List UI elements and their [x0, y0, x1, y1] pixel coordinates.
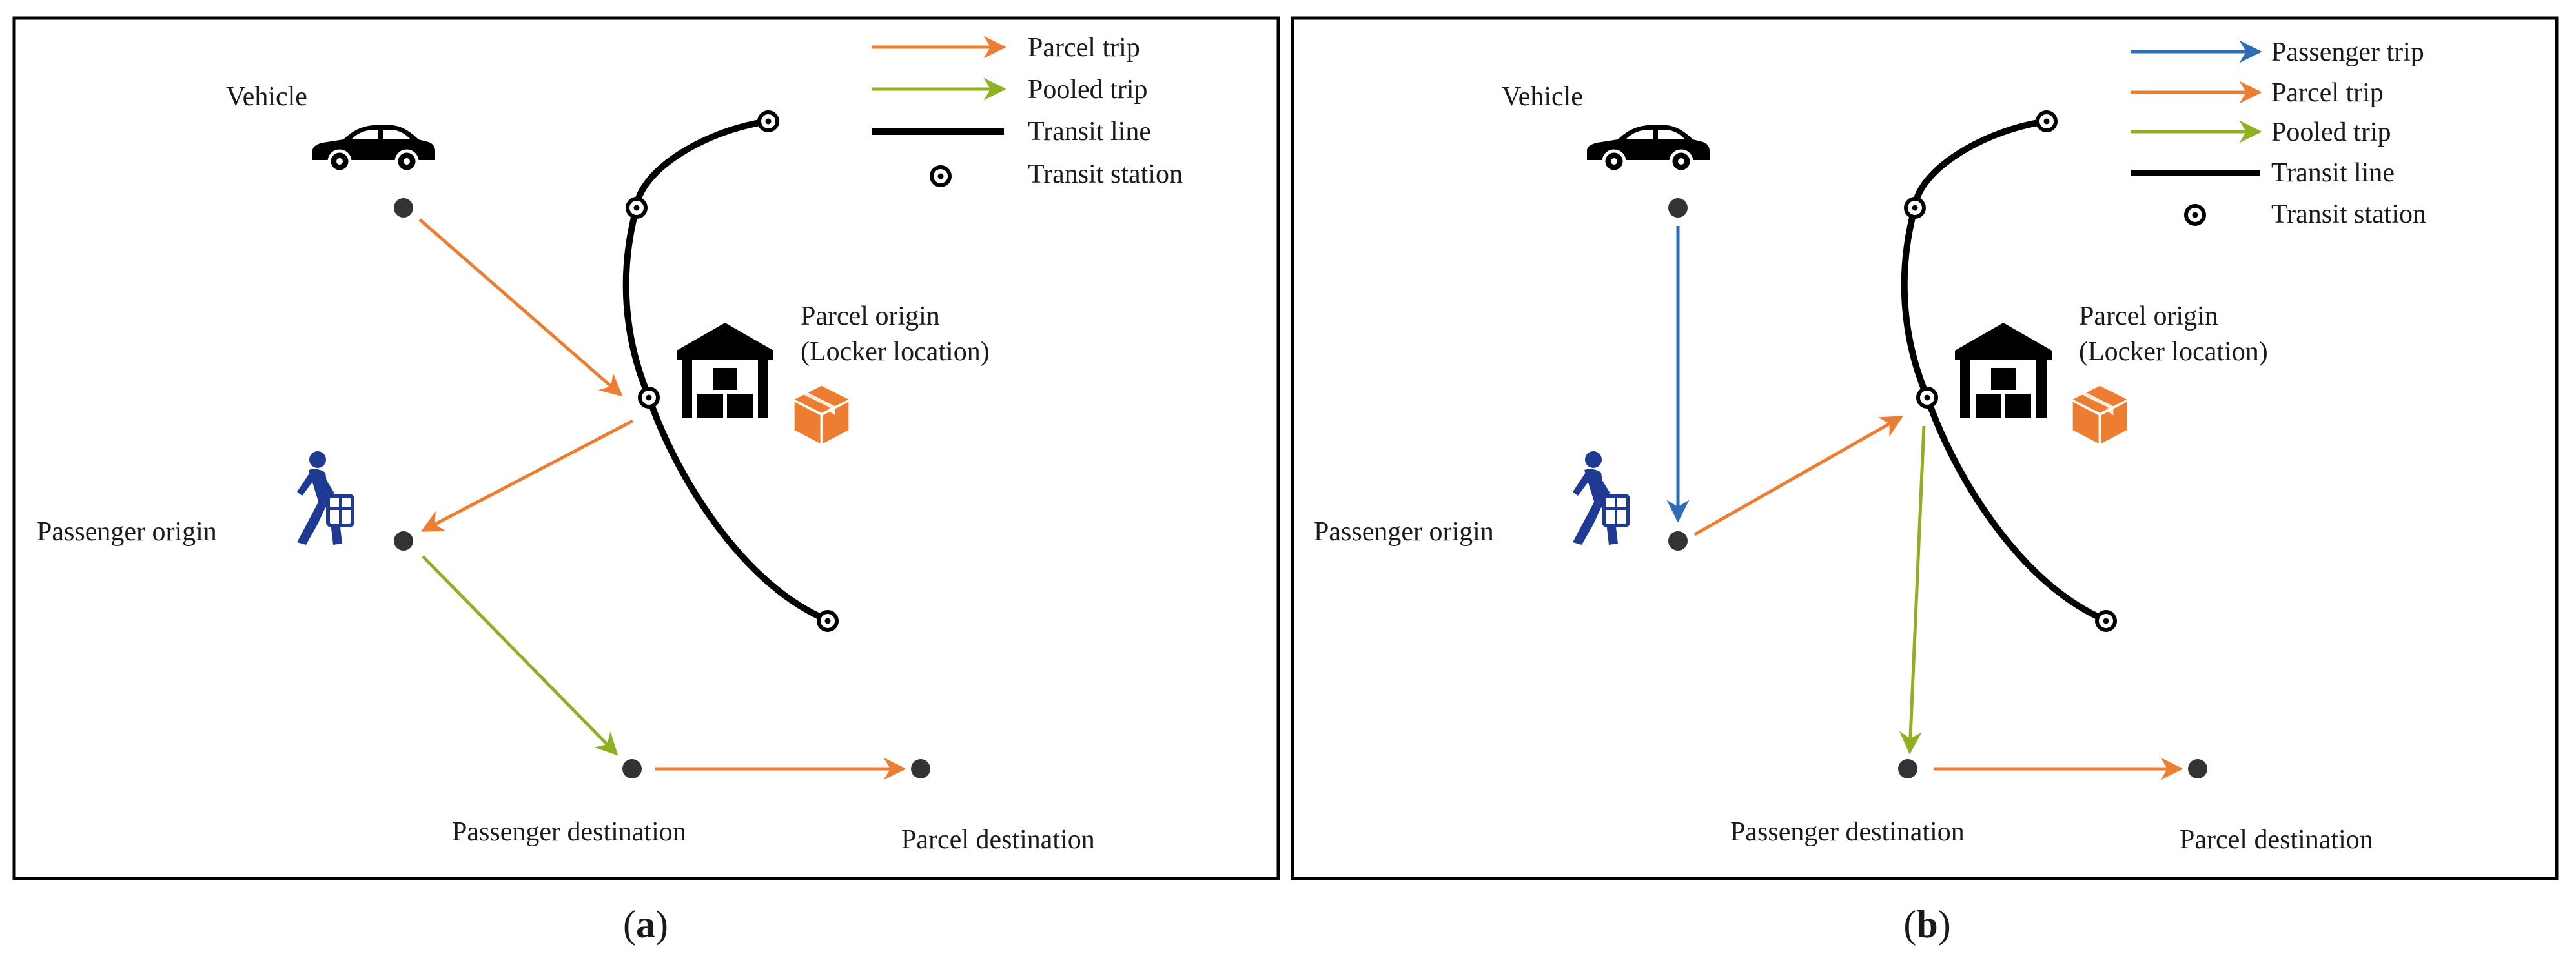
parcel-trip-arrow: [418, 218, 623, 397]
node-passenger-destination: [622, 759, 642, 778]
car-icon: [312, 125, 435, 172]
legend-parcel-label: Parcel trip: [2271, 78, 2384, 108]
parcel-origin-label: Parcel origin: [801, 301, 940, 331]
node-vehicle: [1668, 198, 1688, 218]
legend-pooled-label: Pooled trip: [2271, 117, 2391, 147]
panel-b: Vehicle Parcel origin (Locker location) …: [1291, 16, 2559, 880]
locker-location-label: (Locker location): [801, 337, 990, 367]
vehicle-label: Vehicle: [1502, 82, 1583, 112]
transit-station-icon: [819, 612, 837, 630]
passenger-origin-label: Passenger origin: [37, 517, 217, 547]
caption-a: (a): [623, 903, 668, 946]
transit-line: [1901, 118, 2106, 623]
legend: Passenger trip Parcel trip Pooled trip T…: [2131, 37, 2426, 229]
parcel-destination-label: Parcel destination: [2180, 825, 2373, 855]
node-passenger-origin: [394, 531, 413, 551]
legend-transit-line-label: Transit line: [2271, 158, 2395, 188]
legend-transit-station-label: Transit station: [1028, 159, 1183, 189]
panel-a-frame: [12, 16, 1280, 880]
legend: Parcel trip Pooled trip Transit line Tra…: [872, 33, 1183, 189]
warehouse-locker-icon: [677, 323, 773, 418]
node-passenger-destination: [1898, 759, 1917, 778]
panel-a: Vehicle Parcel origin (Locker location) …: [12, 16, 1280, 880]
transit-station-icon: [2097, 612, 2115, 630]
parcel-trip-arrow: [420, 419, 634, 533]
transit-station-icon: [2038, 112, 2056, 130]
walking-person-with-suitcase-icon: [1573, 451, 1628, 545]
parcel-box-icon: [2072, 385, 2127, 444]
node-vehicle: [394, 198, 413, 218]
car-icon: [1587, 125, 1710, 172]
transit-station-icon: [1906, 199, 1924, 217]
legend-pooled-label: Pooled trip: [1028, 75, 1148, 105]
legend-transit-line-label: Transit line: [1028, 117, 1151, 147]
transit-line: [622, 118, 828, 623]
parcel-trip-arrow: [1693, 415, 1904, 536]
node-parcel-destination: [2188, 759, 2207, 778]
legend-transit-station-icon: [932, 167, 950, 185]
panel-b-frame: [1291, 16, 2559, 880]
transit-station-icon: [640, 389, 658, 407]
locker-location-label: (Locker location): [2079, 337, 2268, 367]
parcel-destination-label: Parcel destination: [901, 825, 1095, 855]
legend-parcel-label: Parcel trip: [1028, 33, 1140, 63]
node-parcel-destination: [911, 759, 930, 778]
transit-station-icon: [628, 199, 646, 217]
parcel-origin-label: Parcel origin: [2079, 301, 2218, 331]
transit-station-icon: [759, 112, 777, 130]
legend-transit-station-icon: [2186, 206, 2204, 224]
pooled-trip-arrow: [1899, 425, 1926, 755]
legend-passenger-label: Passenger trip: [2271, 37, 2424, 67]
legend-transit-station-label: Transit station: [2271, 199, 2426, 229]
passenger-destination-label: Passenger destination: [452, 817, 686, 847]
vehicle-label: Vehicle: [226, 82, 307, 112]
transit-station-icon: [1918, 389, 1936, 407]
caption-b: (b): [1903, 903, 1950, 946]
passenger-destination-label: Passenger destination: [1730, 817, 1965, 847]
warehouse-locker-icon: [1955, 323, 2052, 418]
node-passenger-origin: [1668, 531, 1688, 551]
passenger-origin-label: Passenger origin: [1314, 517, 1494, 547]
pooled-trip-arrow: [422, 555, 618, 756]
walking-person-with-suitcase-icon: [297, 451, 353, 545]
parcel-box-icon: [794, 385, 849, 444]
